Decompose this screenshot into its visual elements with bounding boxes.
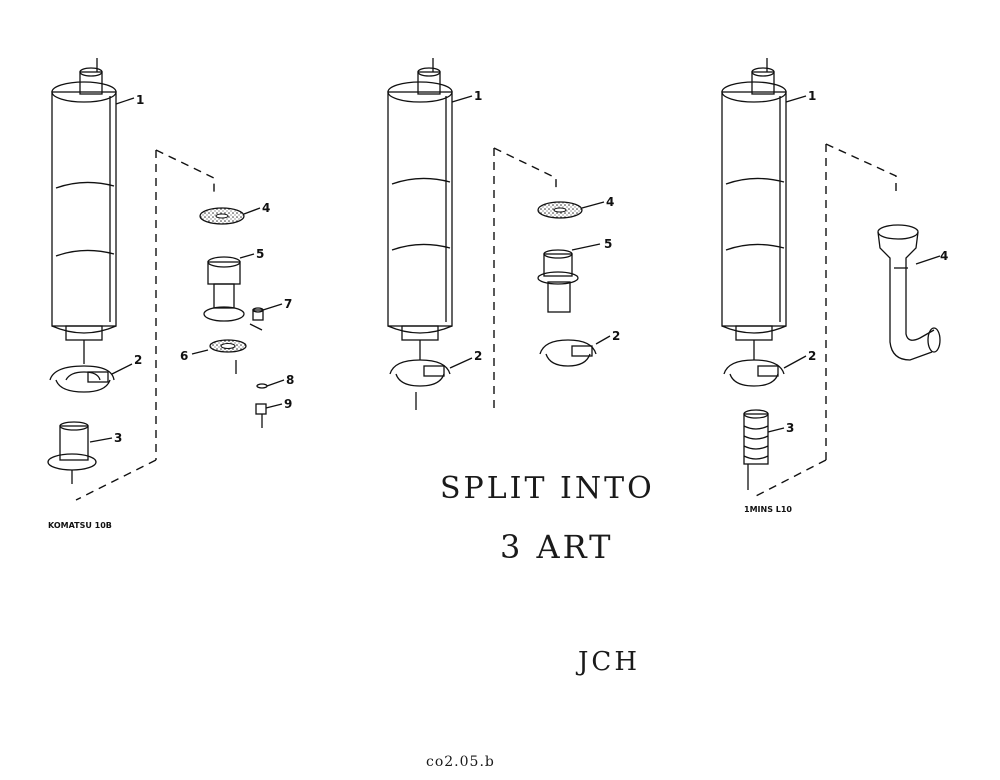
gasket-4 (199, 207, 261, 225)
callout-4: 4 (606, 195, 614, 209)
callout-2: 2 (808, 349, 816, 363)
handwritten-initials: JCH (575, 647, 640, 677)
muffler-1 (387, 58, 473, 360)
pipe-5 (537, 243, 601, 313)
muffler-1 (721, 58, 807, 360)
clamp-2-left (389, 357, 473, 410)
adapter-3 (47, 421, 113, 484)
callout-3: 3 (786, 421, 794, 435)
callout-2: 2 (474, 349, 482, 363)
callout-6: 6 (180, 349, 188, 363)
callout-1: 1 (474, 89, 482, 103)
handwritten-note-line2: 3 ART (500, 528, 614, 566)
callout-5: 5 (604, 237, 612, 251)
callout-2-right: 2 (612, 329, 620, 343)
muffler-1 (51, 58, 135, 364)
flex-bellows-3 (743, 409, 785, 490)
washer-8 (256, 379, 285, 389)
callout-5: 5 (256, 247, 264, 261)
callout-7: 7 (284, 297, 292, 311)
callout-4: 4 (262, 201, 270, 215)
assembly-middle: 1 4 5 2 2 (387, 58, 620, 410)
gasket-6 (191, 339, 247, 355)
nut-9 (255, 403, 283, 428)
callout-4: 4 (940, 249, 948, 263)
elbow-pipe-4 (877, 224, 941, 361)
assembly-caption-komatsu: KOMATSU 10B (48, 521, 112, 530)
clamp-2 (723, 355, 807, 387)
assembly-caption-cummins: 1MINS L10 (744, 505, 792, 514)
handwritten-reference: co2.05.b (426, 754, 495, 770)
callout-8: 8 (286, 373, 294, 387)
callout-2: 2 (134, 353, 142, 367)
callout-1: 1 (808, 89, 816, 103)
handwritten-note-line1: SPLIT INTO (440, 471, 655, 506)
assembly-komatsu: 1 4 5 7 2 6 8 9 3 KOMATSU 10B (47, 58, 294, 530)
gasket-4 (537, 201, 605, 219)
clamp-2-right (539, 335, 611, 367)
callout-9: 9 (284, 397, 292, 411)
clamp-2 (49, 363, 133, 393)
callout-1: 1 (136, 93, 144, 107)
assembly-cummins: 1 4 2 3 1MINS L10 (721, 58, 948, 514)
pipe-5 (203, 253, 255, 322)
bolt-7 (249, 303, 283, 331)
callout-3: 3 (114, 431, 122, 445)
